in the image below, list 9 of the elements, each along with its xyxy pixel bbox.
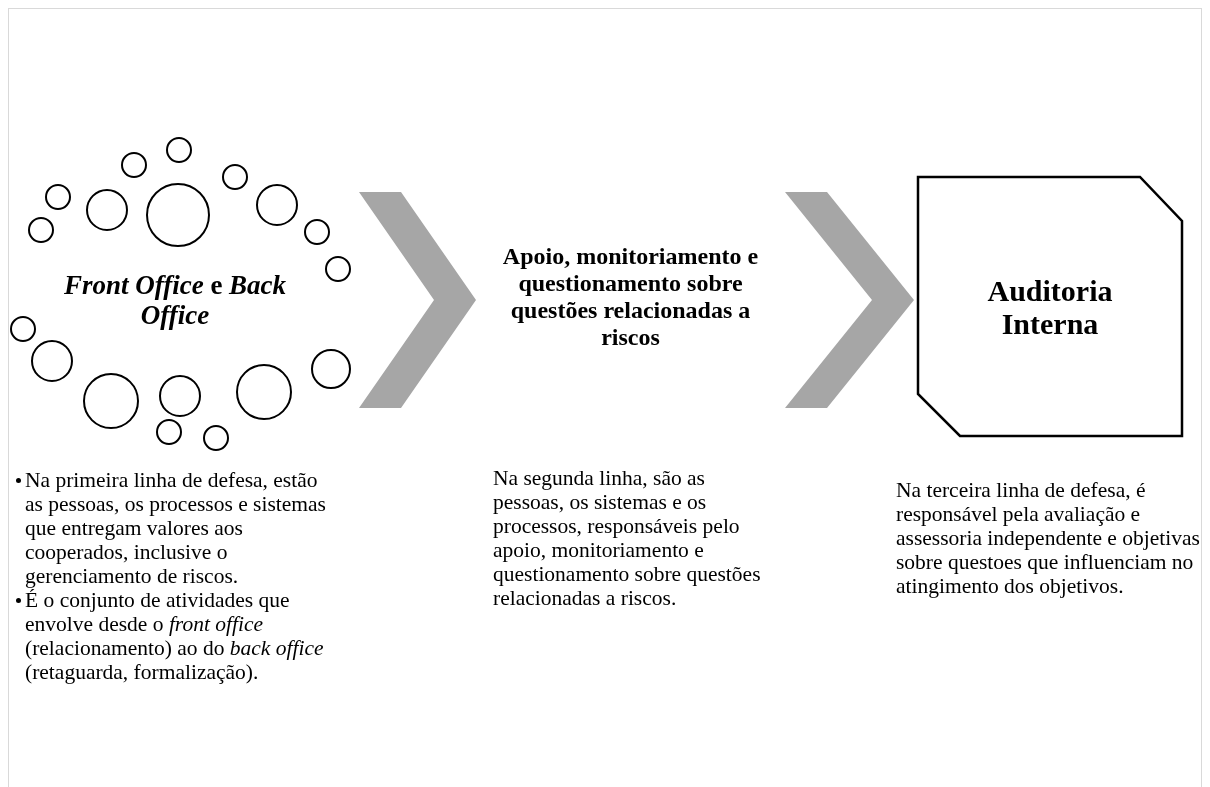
box-title: Auditoria Interna	[986, 273, 1114, 340]
chevron-arrow	[785, 192, 914, 408]
description-text: Na primeira linha de defesa, estão as pessoas, os processos e sistemas que entregam valores aos cooperados, inclusive o gerenciamento de riscos.	[25, 468, 327, 588]
chevron-arrow	[359, 192, 476, 408]
description-text: Na terceira linha de defesa, é responsável pela avaliação e assessoria independente e objetivas sobre questoes que influenciam no atingimento dos objetivos.	[896, 478, 1200, 598]
description-text: É o conjunto de atividades que envolve desde o front office (relacionamento) ao do back office (retaguarda, formalização).	[25, 588, 325, 684]
description-text: Na segunda linha, são as pessoas, os sistemas e os processos, responsáveis pelo apoio, monitoriamento e questionamento sobre questões relacionadas a riscos.	[493, 466, 762, 610]
group-title: Front Office e Back Office	[62, 270, 288, 330]
stage-title: Apoio, monitoriamento e questionamento sobre questões relacionadas a riscos	[501, 243, 760, 351]
